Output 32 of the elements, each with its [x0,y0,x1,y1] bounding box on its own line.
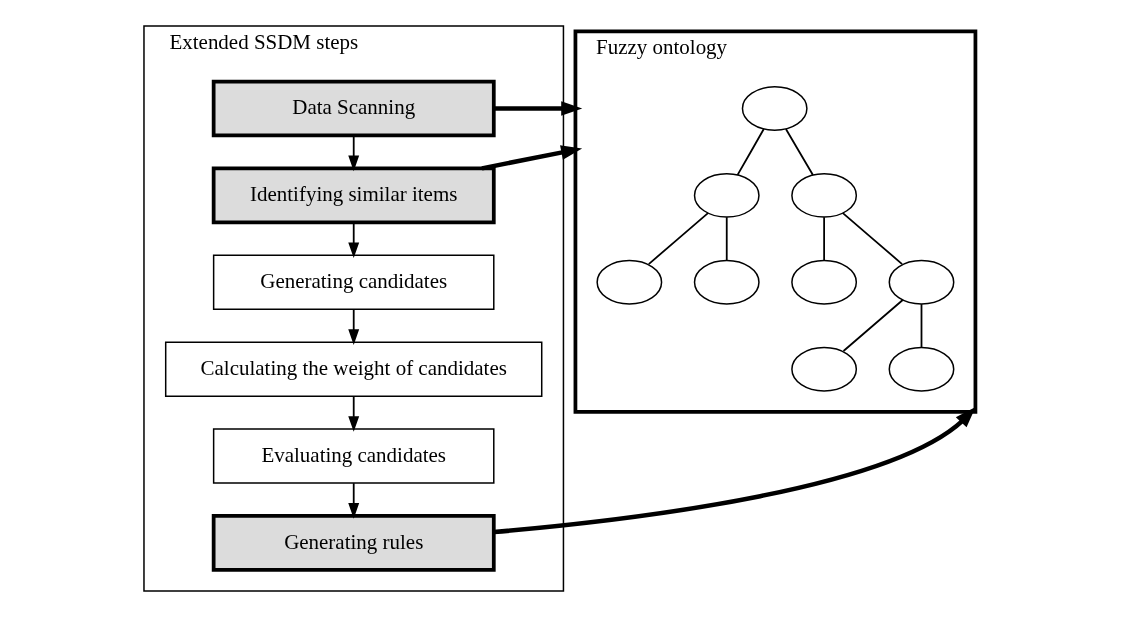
node-ellipse [791,259,858,305]
arrow [493,101,583,116]
arrow [348,395,360,432]
connector [842,299,904,352]
connector [725,216,728,261]
cluster: Fuzzy ontology [573,29,978,414]
node-box: Generating rules [211,514,496,572]
node-ellipse [888,346,955,392]
arrow [348,482,360,519]
arrow [493,406,976,535]
connector [736,128,765,176]
node-ellipse [791,346,858,392]
node-ellipse [596,259,663,305]
arrow [348,308,360,345]
connector [785,128,814,176]
node-ellipse [741,86,808,131]
arrow [348,134,360,172]
node-box: Generating candidates [212,254,495,310]
node-box: Identifying similar items [211,166,496,225]
connector [647,212,709,265]
node-box: Calculating the weight of candidates [164,341,543,397]
node-ellipse [888,259,955,305]
node-ellipse [791,172,858,218]
arrow [348,221,360,259]
connector [823,216,825,261]
connector [920,303,923,348]
arrow [481,145,583,171]
node-ellipse [693,259,760,305]
connector [842,212,903,265]
node-box: Data Scanning [211,79,496,138]
node-box: Evaluating candidates [212,428,495,484]
node-ellipse [693,172,760,218]
